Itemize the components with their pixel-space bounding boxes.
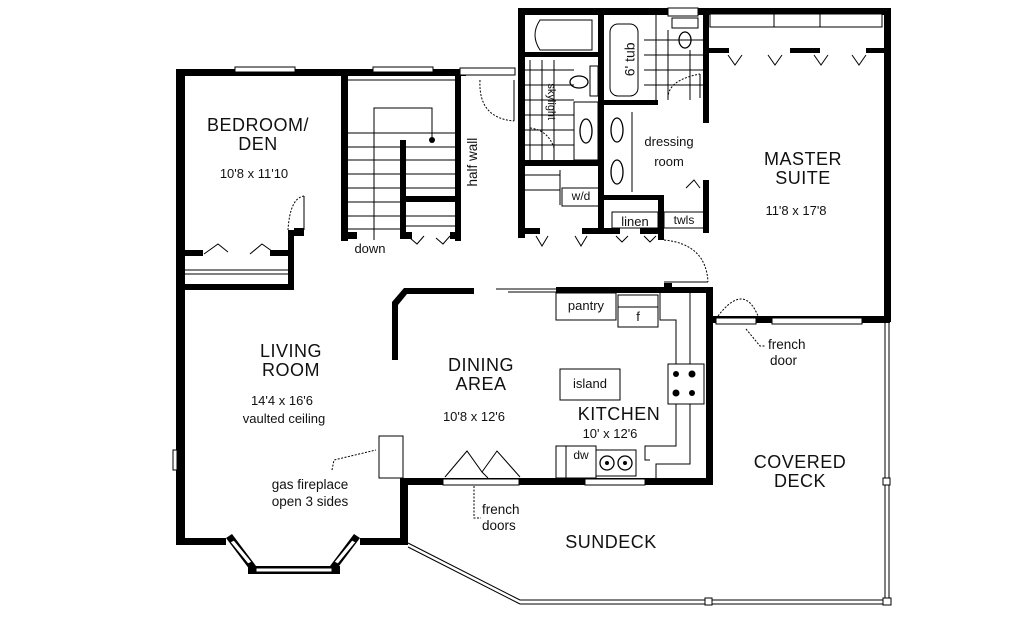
french-door-line1: french (768, 337, 806, 352)
master-name-line2: SUITE (775, 167, 831, 188)
kitchen-dimensions: 10' x 12'6 (582, 426, 638, 441)
washer-dryer-label: w/d (571, 189, 591, 203)
fireplace-note-line1: gas fireplace (271, 477, 349, 492)
bay-window (226, 534, 360, 574)
bedroom-name-line2: DEN (238, 133, 278, 154)
living-name-line2: ROOM (262, 359, 320, 380)
fireplace-annotation: gas fireplace open 3 sides (252, 477, 368, 510)
covered-deck-label: COVERED DECK (740, 453, 860, 491)
french-doors-line1: french (482, 502, 520, 517)
windows (172, 7, 883, 486)
french-doors-annotation: french doors (482, 502, 530, 534)
bedroom-name-line1: BEDROOM/ (206, 115, 309, 135)
dishwasher-label: dw (573, 448, 589, 462)
dining-name-line2: AREA (455, 373, 507, 394)
covered-deck-line1: COVERED (753, 452, 847, 472)
kitchen-cabinets (331, 292, 766, 519)
kitchen-label: KITCHEN (577, 404, 661, 424)
island-label: island (573, 376, 607, 391)
sundeck-label: SUNDECK (565, 532, 657, 552)
living-room-label: LIVING ROOM (232, 342, 350, 380)
living-name-line1: LIVING (259, 341, 323, 361)
exterior-walls (176, 8, 891, 545)
linen-closet-label: linen (621, 214, 649, 229)
covered-deck-line2: DECK (773, 470, 826, 491)
fireplace-note-line2: open 3 sides (271, 494, 349, 510)
skylight-label: skylight (544, 83, 557, 121)
french-door-annotation: french door (768, 337, 818, 369)
living-room-dimensions: 14'4 x 16'6 (250, 393, 314, 408)
french-doors-line2: doors (482, 518, 516, 534)
stairs-down-label: down (354, 241, 386, 256)
pantry-label: pantry (567, 298, 605, 313)
master-suite-dimensions: 11'8 x 17'8 (765, 203, 827, 218)
dining-area-label: DINING AREA (436, 356, 526, 394)
door-swings (203, 54, 867, 479)
french-door-line2: door (770, 353, 798, 369)
dining-area-dimensions: 10'8 x 12'6 (442, 409, 506, 424)
tub-label: 6' tub (621, 42, 638, 77)
dressing-room-label: dressing room (634, 132, 704, 171)
deck-railings (407, 323, 892, 606)
master-suite-label: MASTER SUITE (748, 150, 858, 188)
half-wall-label: half wall (464, 137, 480, 187)
bedroom-dimensions: 10'8 x 11'10 (219, 166, 289, 181)
dressing-name-line1: dressing (644, 134, 694, 149)
bath-fixtures (525, 15, 705, 229)
dressing-name-line2: room (654, 153, 684, 169)
fridge-label: f (636, 309, 640, 324)
dining-name-line1: DINING (448, 355, 514, 375)
staircase (348, 79, 455, 240)
living-room-note: vaulted ceiling (242, 411, 326, 426)
bedroom-label: BEDROOM/ DEN (200, 116, 316, 154)
master-name-line1: MASTER (763, 149, 842, 169)
towels-closet-label: twls (673, 213, 695, 227)
